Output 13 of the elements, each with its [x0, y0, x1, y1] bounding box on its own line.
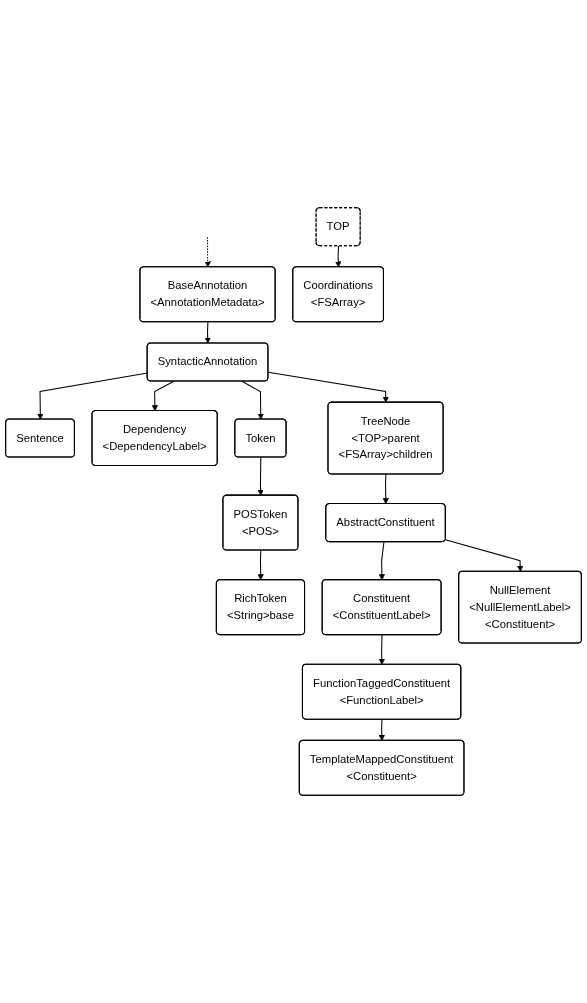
- arrow: [378, 541, 385, 581]
- arrow: [241, 380, 264, 420]
- arrow: [204, 321, 211, 344]
- arrow: [267, 371, 389, 403]
- arrow: [382, 473, 389, 505]
- arrow: [257, 549, 264, 581]
- arrow: [378, 719, 385, 741]
- arrow: [257, 456, 264, 496]
- arrow: [378, 634, 385, 665]
- arrow: [444, 539, 524, 572]
- arrow: [335, 245, 342, 268]
- arrow: [204, 236, 211, 268]
- arrow: [151, 380, 175, 412]
